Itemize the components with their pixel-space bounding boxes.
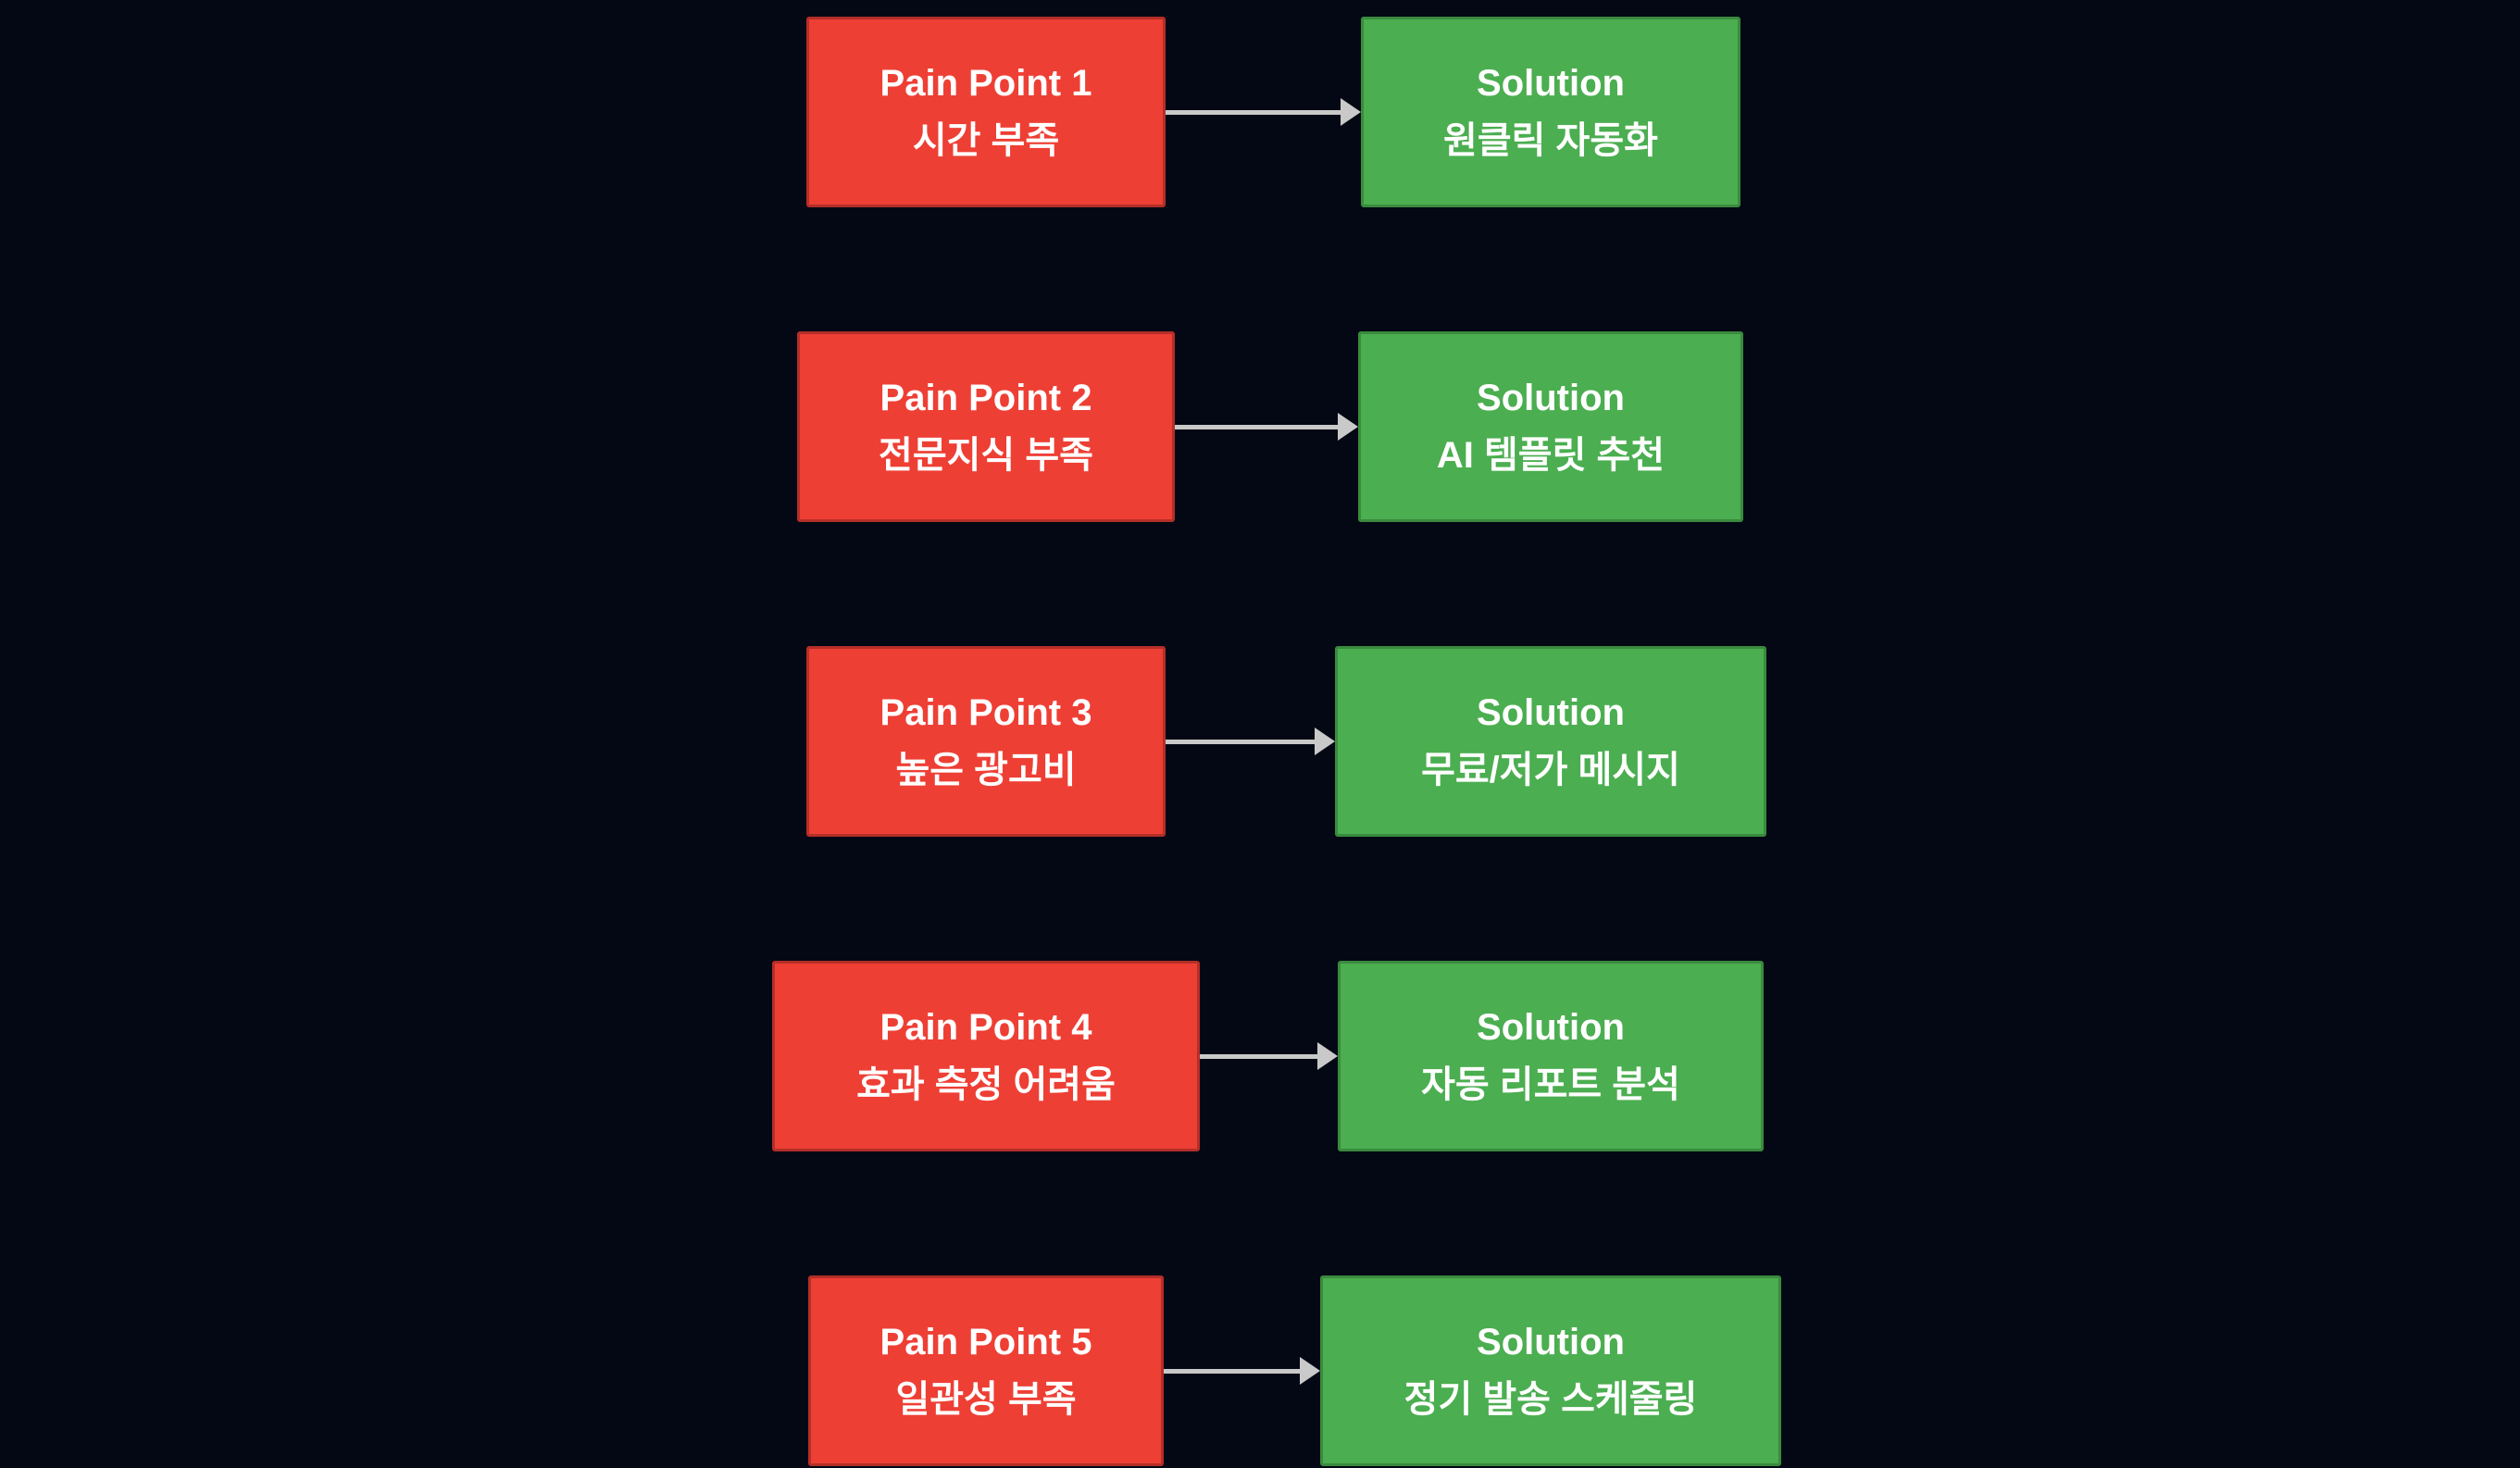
pain-point-title: Pain Point 5 bbox=[880, 1322, 1092, 1362]
arrow-head-icon bbox=[1341, 98, 1361, 126]
diagram-row: Pain Point 5 일관성 부족 Solution 정기 발송 스케줄링 bbox=[0, 1275, 2520, 1466]
arrow-head-icon bbox=[1315, 728, 1335, 755]
arrow-line bbox=[1166, 739, 1315, 744]
arrow-connector bbox=[1200, 1042, 1338, 1070]
solution-title: Solution bbox=[1477, 692, 1625, 733]
solution-title: Solution bbox=[1477, 1322, 1625, 1362]
pain-point-box: Pain Point 2 전문지식 부족 bbox=[797, 331, 1175, 522]
solution-title: Solution bbox=[1477, 63, 1625, 104]
solution-description: 무료/저가 메시지 bbox=[1421, 750, 1680, 790]
solution-box: Solution 원클릭 자동화 bbox=[1361, 17, 1740, 207]
arrow-line bbox=[1164, 1368, 1300, 1374]
pain-point-box: Pain Point 1 시간 부족 bbox=[806, 17, 1166, 207]
arrow-connector bbox=[1166, 98, 1361, 126]
pain-point-title: Pain Point 4 bbox=[880, 1007, 1092, 1048]
arrow-connector bbox=[1164, 1357, 1320, 1385]
diagram-row: Pain Point 4 효과 측정 어려움 Solution 자동 리포트 분… bbox=[0, 961, 2520, 1151]
arrow-head-icon bbox=[1300, 1357, 1320, 1385]
arrow-line bbox=[1166, 109, 1341, 115]
solution-box: Solution 자동 리포트 분석 bbox=[1338, 961, 1764, 1151]
pain-point-description: 전문지식 부족 bbox=[879, 435, 1093, 476]
diagram-row: Pain Point 3 높은 광고비 Solution 무료/저가 메시지 bbox=[0, 646, 2520, 837]
arrow-head-icon bbox=[1317, 1042, 1338, 1070]
solution-description: 정기 발송 스케줄링 bbox=[1403, 1379, 1698, 1420]
pain-point-box: Pain Point 4 효과 측정 어려움 bbox=[772, 961, 1200, 1151]
pain-point-description: 시간 부족 bbox=[912, 120, 1060, 161]
diagram-row: Pain Point 2 전문지식 부족 Solution AI 템플릿 추천 bbox=[0, 331, 2520, 522]
pain-point-box: Pain Point 3 높은 광고비 bbox=[806, 646, 1166, 837]
solution-title: Solution bbox=[1477, 1007, 1625, 1048]
solution-title: Solution bbox=[1477, 378, 1625, 418]
pain-point-description: 효과 측정 어려움 bbox=[856, 1064, 1116, 1105]
solution-description: 원클릭 자동화 bbox=[1443, 120, 1658, 161]
arrow-connector bbox=[1175, 413, 1358, 441]
solution-description: 자동 리포트 분석 bbox=[1421, 1064, 1680, 1105]
pain-point-box: Pain Point 5 일관성 부족 bbox=[808, 1275, 1164, 1466]
arrow-connector bbox=[1166, 728, 1335, 755]
pain-point-title: Pain Point 2 bbox=[880, 378, 1092, 418]
diagram-row: Pain Point 1 시간 부족 Solution 원클릭 자동화 bbox=[0, 17, 2520, 207]
pain-point-description: 일관성 부족 bbox=[895, 1379, 1077, 1420]
solution-box: Solution AI 템플릿 추천 bbox=[1358, 331, 1743, 522]
solution-box: Solution 무료/저가 메시지 bbox=[1335, 646, 1766, 837]
arrow-line bbox=[1175, 424, 1338, 429]
pain-point-title: Pain Point 3 bbox=[880, 692, 1092, 733]
arrow-line bbox=[1200, 1053, 1317, 1059]
solution-description: AI 템플릿 추천 bbox=[1436, 435, 1665, 476]
arrow-head-icon bbox=[1338, 413, 1358, 441]
pain-point-description: 높은 광고비 bbox=[895, 750, 1077, 790]
pain-point-title: Pain Point 1 bbox=[880, 63, 1092, 104]
solution-box: Solution 정기 발송 스케줄링 bbox=[1320, 1275, 1781, 1466]
